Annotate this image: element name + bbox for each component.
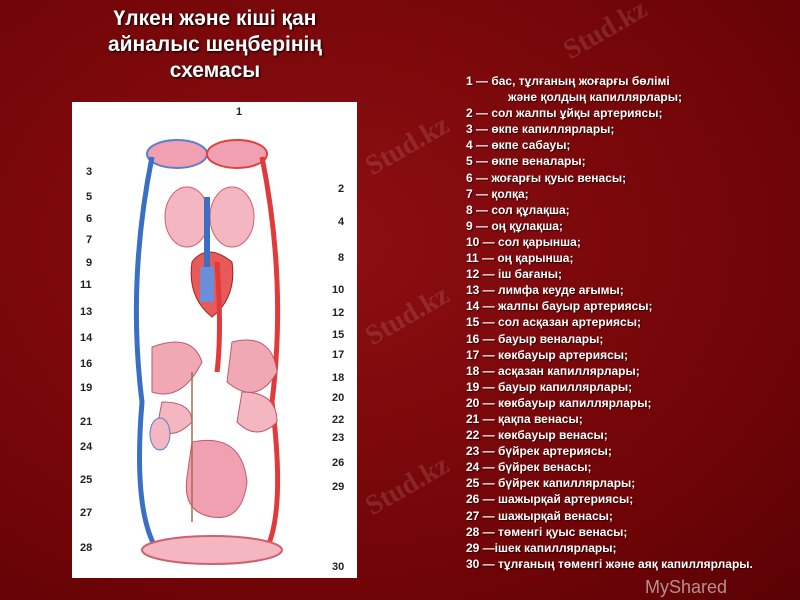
legend-item: 3 — өкпе капиллярлары; xyxy=(466,122,615,137)
label-14: 14 xyxy=(80,332,93,344)
legend-item: 28 — төменгі қуыс венасы; xyxy=(466,524,628,539)
label-5: 5 xyxy=(86,191,93,203)
label-26: 26 xyxy=(332,457,345,469)
brand-logo: MyShared xyxy=(645,577,728,597)
watermark: Stud.kz xyxy=(360,449,455,522)
legend-item: 22 — көкбауыр венасы; xyxy=(466,428,608,443)
legend-item: 26 — шажырқай артериясы; xyxy=(466,492,634,507)
legend-item: 27 — шажырқай венасы; xyxy=(466,508,613,523)
legend-item: 9 — оң құлақша; xyxy=(466,218,563,233)
legend-item: 1 — бас, тұлғаның жоғарғы бөлімі xyxy=(466,74,670,88)
slide-title: Үлкен және кіші қан айналыс шеңберінің с… xyxy=(107,7,323,82)
legend-item: 21 — қақпа венасы; xyxy=(466,411,583,426)
watermark: Stud.kz xyxy=(558,0,653,66)
label-27: 27 xyxy=(80,507,93,519)
label-21: 21 xyxy=(80,416,93,428)
label-4: 4 xyxy=(338,216,345,228)
label-1: 1 xyxy=(236,106,243,118)
legend-item: 25 — бүйрек капиллярлары; xyxy=(466,476,636,491)
label-19: 19 xyxy=(80,382,93,394)
legend-item: 14 — жалпы бауыр артериясы; xyxy=(466,299,653,314)
label-22: 22 xyxy=(332,414,345,426)
label-30: 30 xyxy=(332,561,345,573)
label-20: 20 xyxy=(332,392,345,404)
legend-item: 2 — сол жалпы ұйқы артериясы; xyxy=(466,106,663,121)
legend-item: 10 — сол қарынша; xyxy=(466,234,581,249)
legend-item: 20 — көкбауыр капиллярлары; xyxy=(466,395,652,410)
legend-item: 11 — оң қарынша; xyxy=(466,251,574,266)
label-17: 17 xyxy=(332,349,345,361)
label-2: 2 xyxy=(338,183,345,195)
legend-item: 5 — өкпе веналары; xyxy=(466,154,586,169)
legend-item: 24 — бүйрек венасы; xyxy=(466,460,592,475)
label-25: 25 xyxy=(80,474,93,486)
legend-item: 16 — бауыр веналары; xyxy=(466,331,604,346)
label-9: 9 xyxy=(86,257,93,269)
label-24: 24 xyxy=(80,441,93,453)
label-7: 7 xyxy=(86,234,93,246)
legend-item: 18 — асқазан капиллярлары; xyxy=(466,363,640,378)
legend-item: 17 — көкбауыр артериясы; xyxy=(466,347,629,362)
label-28: 28 xyxy=(80,542,93,554)
legend-item: 12 — іш бағаны; xyxy=(466,267,562,282)
legend-item: 19 — бауыр капиллярлары; xyxy=(466,379,633,394)
legend-list: 1 — бас, тұлғаның жоғарғы бөлімі және қо… xyxy=(466,73,753,572)
watermark: Stud.kz xyxy=(360,279,455,352)
label-13: 13 xyxy=(80,306,93,318)
label-23: 23 xyxy=(332,432,345,444)
label-8: 8 xyxy=(338,252,345,264)
label-29: 29 xyxy=(332,481,345,493)
circulation-diagram: 3 5 6 7 9 11 13 14 16 19 21 24 25 27 28 … xyxy=(72,102,357,578)
legend-item: 15 — сол асқазан артериясы; xyxy=(466,315,641,330)
legend-item: 29 —ішек капиллярлары; xyxy=(466,540,617,555)
legend-item: 4 — өкпе сабауы; xyxy=(466,138,571,153)
label-12: 12 xyxy=(332,307,345,319)
legend-item: 8 — сол құлақша; xyxy=(466,202,570,217)
legend-item: және қолдың капиллярлары; xyxy=(508,90,682,105)
label-3: 3 xyxy=(86,166,93,178)
label-15: 15 xyxy=(332,329,345,341)
label-16: 16 xyxy=(80,358,93,370)
legend-item: 30 — тұлғаның төменгі және аяқ капиллярл… xyxy=(466,556,753,571)
label-10: 10 xyxy=(332,284,345,296)
label-11: 11 xyxy=(80,279,92,291)
legend-item: 7 — қолқа; xyxy=(466,186,529,201)
legend-item: 13 — лимфа кеуде ағымы; xyxy=(466,283,624,298)
label-6: 6 xyxy=(86,213,93,225)
watermark: Stud.kz xyxy=(360,109,455,182)
label-18: 18 xyxy=(332,372,345,384)
legend-item: 23 — бүйрек артериясы; xyxy=(466,444,612,459)
legend-item: 6 — жоғарғы қуыс венасы; xyxy=(466,170,627,185)
